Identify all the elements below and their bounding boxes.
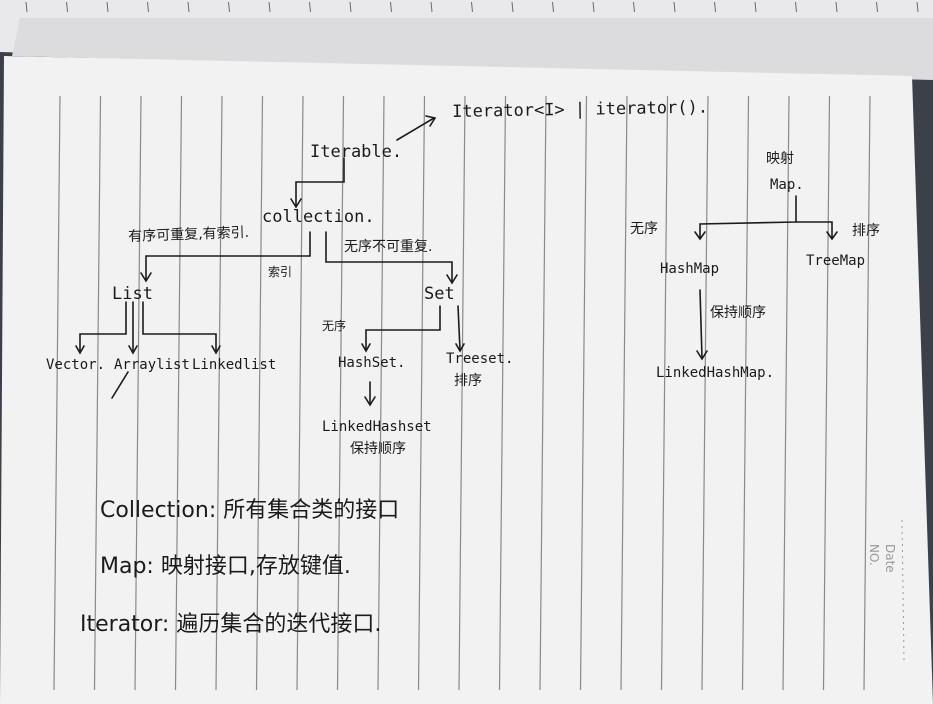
note-iterator-definition: Iterator: 遍历集合的迭代接口.: [80, 612, 382, 637]
collection-label: collection.: [262, 207, 375, 227]
set-label: Set: [424, 284, 455, 304]
ordered-repeatable-indexed-note: 有序可重复,有索引.: [127, 224, 250, 245]
treemap-sort-note: 排序: [852, 223, 880, 239]
map-label: Map.: [770, 177, 804, 193]
margin-no-label: NO.: [867, 544, 881, 566]
note-collection-definition: Collection: 所有集合类的接口: [100, 498, 400, 523]
treeset-label: Treeset.: [446, 351, 514, 367]
linkedhashmap-label: LinkedHashMap.: [656, 365, 775, 381]
linkedhashset-keep-order-note: 保持顺序: [350, 441, 406, 457]
linkedlist-label: Linkedlist: [192, 357, 277, 373]
map-mapping-note: 映射: [766, 151, 794, 167]
vector-label: Vector.: [46, 357, 106, 373]
treeset-sort-note: 排序: [454, 373, 482, 389]
iterator-interface-label: Iterator<I> | iterator().: [451, 97, 709, 122]
iterable-label: Iterable.: [310, 142, 403, 162]
linkedhashmap-keep-order-note: 保持顺序: [710, 305, 766, 321]
hashset-unordered-note: 无序: [322, 319, 347, 333]
hashset-label: HashSet.: [338, 355, 406, 371]
hashmap-label: HashMap: [660, 261, 720, 277]
hashmap-unordered-note: 无序: [630, 221, 658, 237]
margin-date-label: Date: [883, 544, 897, 573]
unordered-unique-note: 无序不可重复.: [344, 239, 433, 255]
list-label: List: [112, 284, 153, 304]
arraylist-label: Arraylist: [114, 357, 190, 373]
treemap-label: TreeMap: [806, 253, 866, 269]
index-marker-note: 索引: [268, 265, 293, 279]
linkedhashset-label: LinkedHashset: [322, 419, 432, 435]
note-map-definition: Map: 映射接口,存放键值.: [100, 554, 351, 579]
